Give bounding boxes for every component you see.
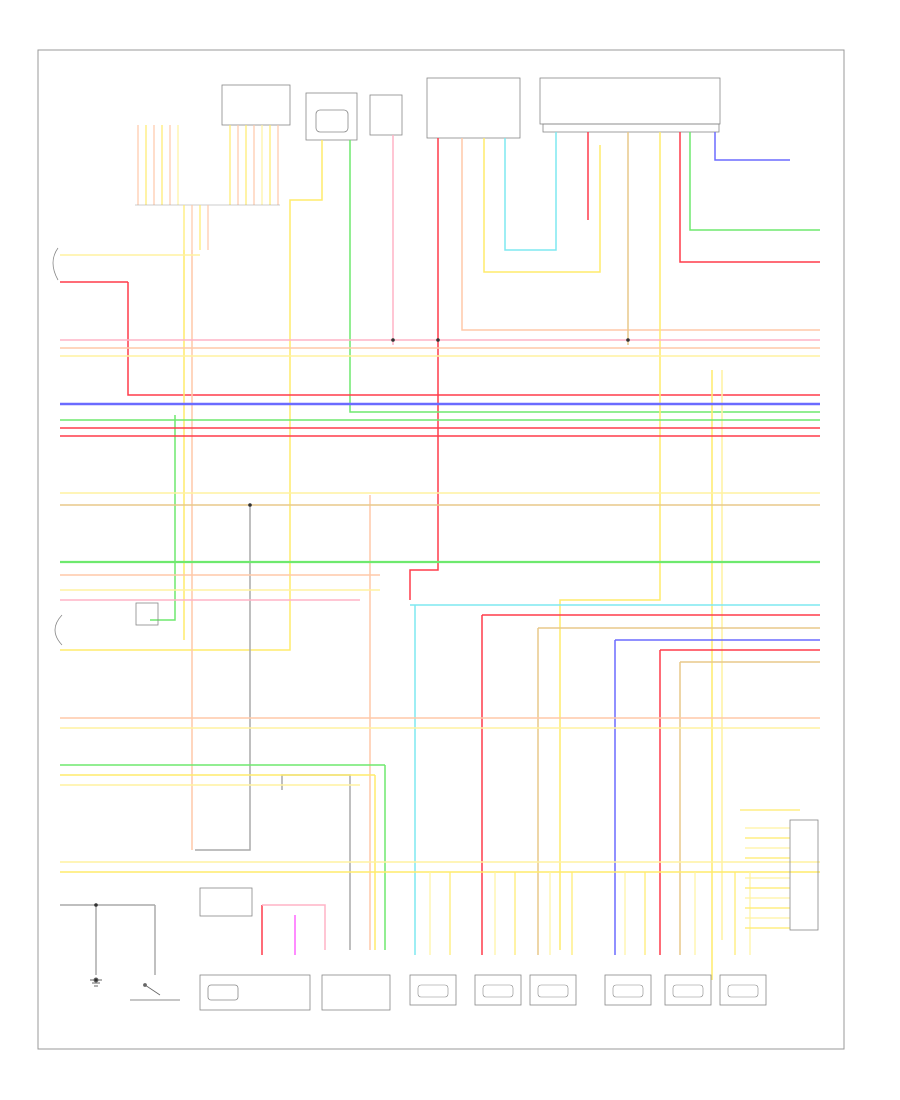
injector-4-box (604, 974, 652, 1006)
wire-red-ecm-relay (409, 138, 439, 600)
left-sensors (52, 247, 63, 646)
fuel-pump-inner (207, 984, 239, 1001)
ecm-box-top (539, 77, 721, 125)
wire-yellow-o2 (60, 140, 323, 651)
wire-gray-vert (195, 505, 251, 851)
lower-components (135, 602, 767, 1011)
right-rear-o2-sensor-box (305, 92, 358, 141)
injector-3-box (529, 974, 577, 1006)
wire-red-ecm-d (679, 132, 820, 263)
injector-2-box (474, 974, 522, 1006)
injector-1-box (409, 974, 457, 1006)
connector-box-left-rear (221, 84, 291, 126)
wire-green-ecm-c (689, 132, 820, 231)
fuse-box-mid (135, 602, 159, 626)
top-components (221, 77, 721, 141)
wire-peach-ecm (461, 138, 820, 331)
brake-switch (130, 983, 180, 1001)
ecm-connector-strip (542, 123, 720, 133)
horizontal-bus (60, 254, 820, 906)
wire-blue-ecm (714, 132, 790, 161)
wire-yellow-ecm-b (559, 132, 661, 950)
injector-5-box (664, 974, 712, 1006)
ground-symbol (90, 977, 102, 987)
injector-coils (417, 984, 759, 998)
splice-dots (94, 338, 630, 907)
diagram-frame (37, 49, 845, 1050)
wire-green-o2 (349, 140, 820, 413)
right-connector-stack (740, 809, 819, 931)
wire-pink-fuel (262, 904, 326, 950)
fuel-pump-box (199, 974, 311, 1011)
wire-red-left (127, 282, 820, 396)
right-drop-wires (429, 872, 751, 955)
injector-6-box (719, 974, 767, 1006)
wire-yellow-ecm (483, 138, 601, 273)
instrument-cluster-box (199, 887, 253, 917)
o2-sensor-inner (315, 109, 349, 133)
vertical-wires (60, 132, 820, 980)
fuel-sender-box (321, 974, 391, 1011)
wire-cyan-ecm (504, 132, 557, 251)
left-harness-block (135, 125, 280, 250)
ecm-relay-box (426, 77, 521, 139)
main-relay-box (369, 94, 403, 136)
